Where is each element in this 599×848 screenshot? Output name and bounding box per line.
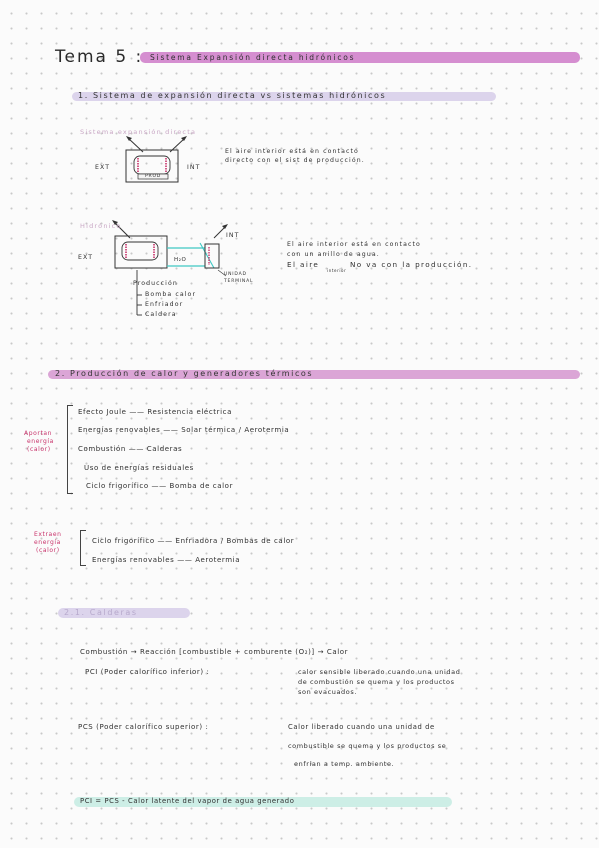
extraen-label-1: Extraen [34, 531, 62, 538]
expansion-text-line2: directo con el sist de producción. [225, 157, 365, 164]
diagram1-int-label: INT [187, 164, 201, 171]
unit-terminal-label-2: TERMINAL [224, 279, 254, 284]
section1-heading: 1. Sistema de expansión directa vs siste… [78, 91, 387, 100]
aportan-label-2: energía [27, 438, 54, 445]
produccion-item-3: Caldera [145, 311, 177, 318]
diagram1-ext-label: EXT [95, 164, 111, 171]
extraen-bracket [80, 530, 86, 566]
formula-highlight [74, 797, 452, 807]
extraen-label-2: energía [34, 539, 61, 546]
aportan-label-1: Aportan [24, 430, 53, 437]
extraen-item-2: Energías renovables —— Aerotermia [92, 556, 241, 564]
hidronico-text-line1: El aire interior está en contacto [287, 241, 421, 248]
hidronico-text-line3a: El aire [287, 260, 320, 269]
pci-line-2: de combustión se quema y los productos [298, 678, 455, 686]
aportan-item-4: Uso de energías residuales [84, 464, 194, 472]
section2-highlight [48, 370, 580, 379]
subsection-hidronico-title: Hidrónico [80, 222, 122, 230]
expansion-text-line1: El aire interior está en contacto [225, 148, 359, 155]
subsection-expansion-title: Sistema expansión directa [80, 128, 197, 136]
aportan-item-5: Ciclo frigorífico —— Bomba de calor [86, 482, 234, 490]
produccion-label: Producción [133, 280, 178, 287]
section2-heading: 2. Producción de calor y generadores tér… [55, 369, 314, 378]
diagram2-int-label: INT [226, 232, 240, 239]
pcs-line-1: Calor liberado cuando una unidad de [288, 723, 435, 731]
page-title: Tema 5 : [55, 47, 144, 67]
extraen-label-3: (calor) [36, 547, 60, 554]
pcs-line-3: enfrían a temp. ambiente. [294, 760, 395, 768]
hidronico-text-line3b: No va con la producción. [350, 260, 473, 269]
pci-pcs-formula: PCI = PCS - Calor latente del vapor de a… [80, 797, 295, 805]
pcs-label: PCS (Poder calorífico superior) : [78, 723, 209, 731]
pcs-line-2: combustible se quema y los productos se [288, 742, 447, 750]
produccion-item-1: Bomba calor [145, 291, 197, 298]
pci-line-3: son evacuados. [298, 688, 358, 696]
section3-highlight [58, 608, 190, 618]
section3-heading: 2.1. Calderas [64, 608, 138, 617]
pci-label: PCI (Poder calorífico inferior) : [85, 668, 210, 676]
diagram2-h2o-label: H₂O [174, 257, 187, 263]
aportan-item-2: Energías renovables —— Solar térmica / A… [78, 426, 290, 434]
diagram1-prod-label: PROD [145, 174, 162, 179]
aportan-label-3: (calor) [27, 446, 51, 453]
pci-line-1: calor sensible liberado cuando una unida… [298, 668, 461, 676]
section1-highlight [72, 92, 496, 101]
aportan-item-3: Combustión —— Calderas [78, 445, 183, 453]
aportan-bracket [67, 405, 73, 494]
title-highlight [140, 52, 580, 63]
hidronico-interior-note: interior [327, 268, 347, 273]
unit-terminal-label-1: UNIDAD [224, 272, 247, 277]
hidronico-text-line2: con un anillo de agua. [287, 251, 380, 258]
combustion-line: Combustión → Reacción [combustible + com… [80, 648, 349, 656]
aportan-item-1: Efecto Joule —— Resistencia eléctrica [78, 408, 232, 416]
title-subject: Sistema Expansión directa hidrónicos [150, 53, 356, 62]
extraen-item-1: Ciclo frigorífico —— Enfriadora / Bombas… [92, 537, 295, 545]
diagram2-ext-label: EXT [78, 254, 94, 261]
produccion-item-2: Enfriador [145, 301, 184, 308]
